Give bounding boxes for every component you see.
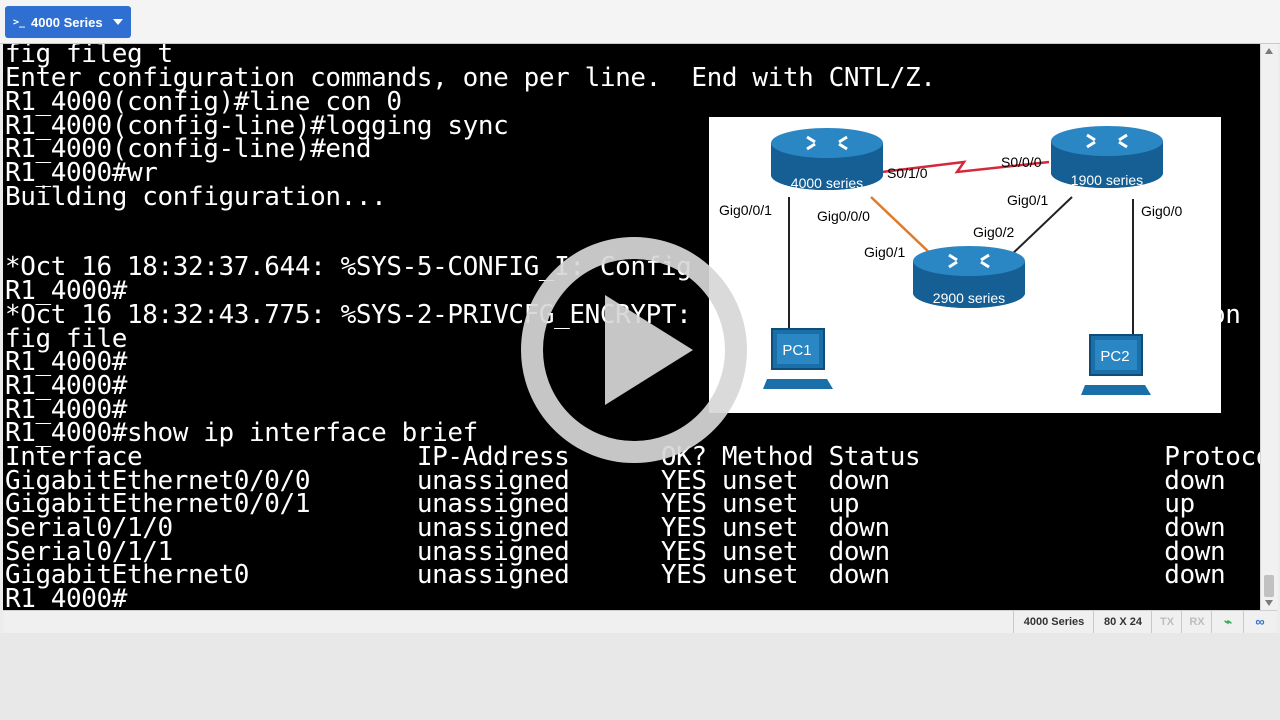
router-4000-label: 4000 series [791, 175, 863, 191]
terminal-line: Enter configuration commands, one per li… [5, 63, 936, 93]
terminal-line: R1_4000# [5, 395, 128, 425]
port-label-gig00-1900: Gig0/0 [1141, 203, 1182, 219]
link-4000-2900 [870, 196, 935, 258]
play-icon[interactable] [517, 233, 751, 467]
terminal-line: fig file [5, 324, 128, 354]
terminal-line: GigabitEthernet0 unassigned YES unset do… [5, 560, 1226, 590]
pc1-icon: PC1 [763, 328, 833, 389]
topology-diagram: 4000 series 1900 series 2900 series PC1 [709, 117, 1221, 413]
scroll-up-arrow-icon[interactable] [1265, 48, 1273, 54]
port-label-gig02-2900: Gig0/2 [973, 224, 1014, 240]
port-label-gig000: Gig0/0/0 [817, 208, 870, 224]
terminal-line: Serial0/1/0 unassigned YES unset down do… [5, 513, 1226, 543]
terminal-line: R1_4000# [5, 347, 128, 377]
terminal-line: GigabitEthernet0/0/1 unassigned YES unse… [5, 489, 1195, 519]
port-label-gig01-1900: Gig0/1 [1007, 192, 1048, 208]
terminal-line: R1_4000# [5, 371, 128, 401]
terminal-line: Interface IP-Address OK? Method Status P… [5, 442, 1260, 472]
pc1-label: PC1 [782, 342, 811, 359]
device-tab-label: 4000 Series [31, 14, 103, 30]
chevron-down-icon [112, 19, 123, 25]
port-label-gig01-2900: Gig0/1 [864, 244, 905, 260]
port-label-s010: S0/1/0 [887, 165, 928, 181]
terminal-line: GigabitEthernet0/0/0 unassigned YES unse… [5, 466, 1226, 496]
terminal-line: fig fileg t [5, 44, 173, 69]
topology-svg: 4000 series 1900 series 2900 series PC1 [719, 126, 1182, 395]
terminal-line: R1_4000# [5, 276, 128, 306]
terminal-line: Serial0/1/1 unassigned YES unset down do… [5, 537, 1226, 567]
router-4000-icon: 4000 series [771, 128, 883, 191]
link-1900-2900 [1008, 196, 1073, 258]
pc2-icon: PC2 [1081, 334, 1151, 395]
terminal-line: R1_4000# [5, 584, 128, 610]
scroll-down-arrow-icon[interactable] [1265, 600, 1273, 606]
terminal-line: R1_4000(config-line)#logging sync [5, 111, 509, 141]
link-icon[interactable]: ∞ [1243, 611, 1276, 633]
bottom-panel [0, 633, 1280, 720]
status-terminal-size: 80 X 24 [1093, 611, 1152, 633]
status-rx-indicator: RX [1181, 611, 1212, 633]
terminal-prompt-icon: >_ [13, 16, 26, 28]
port-label-gig001: Gig0/0/1 [719, 202, 772, 218]
router-2900-label: 2900 series [933, 290, 1005, 306]
status-tx-indicator: TX [1151, 611, 1182, 633]
terminal-scrollbar[interactable] [1260, 44, 1278, 610]
pc2-label: PC2 [1100, 348, 1129, 365]
scrollbar-thumb[interactable] [1264, 575, 1274, 597]
link-4000-1900-serial [881, 160, 1050, 174]
terminal-line: *Oct 16 18:32:37.644: %SYS-5-CONFIG_I: C… [5, 252, 692, 282]
plug-connected-icon[interactable]: ⌁ [1211, 611, 1244, 633]
terminal-line: Building configuration... [5, 182, 387, 212]
router-2900-icon: 2900 series [913, 246, 1025, 308]
router-1900-icon: 1900 series [1051, 126, 1163, 188]
device-tab-dropdown[interactable]: >_ 4000 Series [5, 6, 131, 38]
terminal-line: R1_4000#wr [5, 158, 158, 188]
router-1900-label: 1900 series [1071, 172, 1143, 188]
terminal-line: R1_4000(config-line)#end [5, 134, 372, 164]
terminal-line: R1_4000(config)#line con 0 [5, 87, 402, 117]
terminal-line: R1_4000#show ip interface brief [5, 418, 478, 448]
top-toolbar: >_ 4000 Series [0, 0, 1280, 44]
status-device-name: 4000 Series [1013, 611, 1094, 633]
port-label-s000: S0/0/0 [1001, 154, 1042, 170]
status-bar: 4000 Series 80 X 24 TX RX ⌁ ∞ [3, 610, 1277, 634]
